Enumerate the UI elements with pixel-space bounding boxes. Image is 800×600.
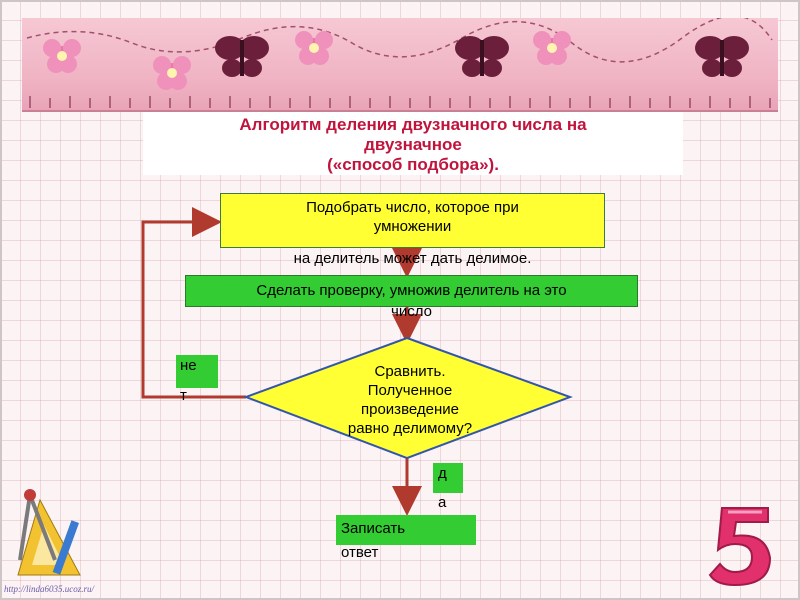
flower-icon: [295, 31, 333, 65]
check-line-1: Сделать проверку, умножив делитель на эт…: [256, 282, 567, 299]
compare-line-3: произведение: [361, 401, 459, 418]
footer-link[interactable]: http://linda6035.ucoz.ru/: [4, 584, 94, 594]
select-line-2: умножении: [373, 218, 452, 235]
yes-label-line-1: д: [438, 465, 447, 482]
ruler-ticks: [29, 96, 771, 108]
title-line-1: Алгоритм деления двузначного числа на: [239, 115, 587, 134]
compare-line-2: Полученное: [367, 382, 453, 399]
flower-icon: [153, 56, 191, 90]
yes-label-box: д: [433, 463, 463, 493]
write-answer-box: Записать: [336, 515, 476, 545]
banner-ornaments: [26, 15, 773, 108]
slide-title: Алгоритм деления двузначного числа на дв…: [143, 112, 683, 175]
compare-line-4: равно делимому?: [347, 420, 473, 437]
check-box: Сделать проверку, умножив делитель на эт…: [185, 275, 638, 307]
final-line-1: Записать: [341, 520, 406, 537]
compare-text: Сравнить. Полученное произведение равно …: [320, 362, 500, 438]
pencil-icon: [52, 520, 79, 575]
select-number-box: Подобрать число, которое при умножении: [220, 193, 605, 248]
yes-label-line-2: а: [438, 494, 447, 511]
compare-line-1: Сравнить.: [374, 363, 446, 380]
flower-icon: [533, 31, 571, 65]
butterfly-icon: [215, 36, 269, 77]
flower-icon: [43, 39, 81, 73]
butterfly-icon: [455, 36, 509, 77]
no-label-line-2: т: [180, 387, 187, 404]
title-line-2: двузначное: [364, 135, 462, 154]
check-line-2: число: [391, 303, 432, 320]
arrow-no-loop: [141, 207, 246, 399]
title-line-3: («способ подбора»).: [327, 155, 499, 174]
final-line-2: ответ: [341, 544, 379, 561]
no-label-line-1: не: [180, 357, 197, 374]
decision-diamond: [243, 336, 573, 460]
number-five-icon: [708, 507, 772, 587]
butterfly-icon: [695, 36, 749, 77]
select-line-3: на делитель может дать делимое.: [293, 250, 532, 267]
decorative-banner: [22, 15, 778, 112]
select-line-1: Подобрать число, которое при: [306, 199, 519, 216]
compass-icon: [18, 489, 57, 561]
no-label-box: не: [176, 355, 218, 388]
